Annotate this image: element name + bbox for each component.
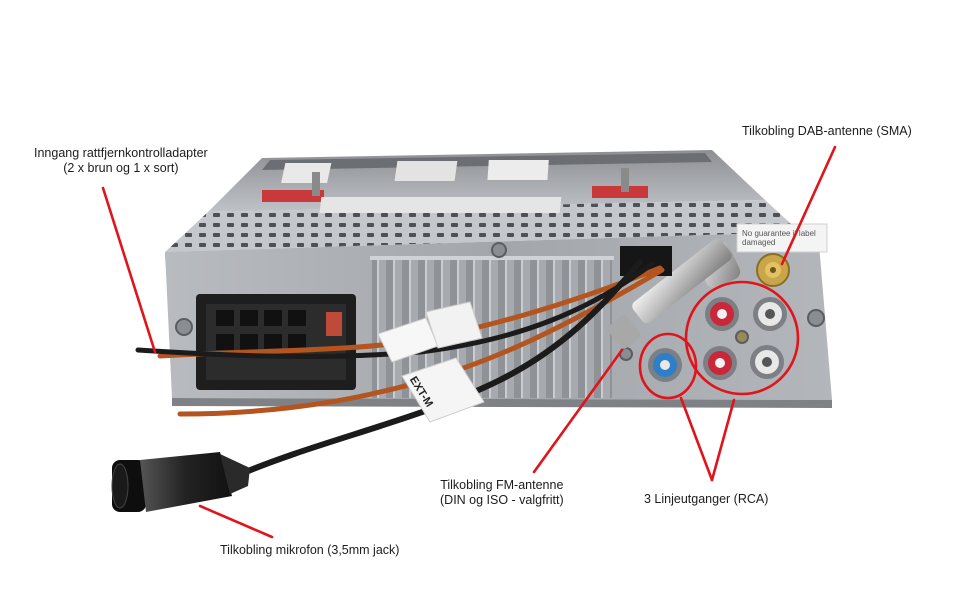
pointer-rca-1 — [679, 396, 714, 482]
pointer-mic — [198, 504, 274, 539]
annotation-marks — [101, 145, 837, 539]
sticker-text: No guarantee if label damaged — [742, 229, 816, 247]
pointer-rca-2 — [710, 398, 736, 482]
circle-rca-blue — [638, 332, 698, 400]
rca-red-top — [705, 297, 739, 331]
pointer-dab — [780, 145, 837, 266]
microphone-jack — [111, 452, 250, 512]
rca-jacks — [648, 297, 787, 382]
sma-connector — [756, 253, 790, 287]
rca-white-bottom — [750, 345, 784, 379]
cable-tags — [377, 301, 485, 423]
label-dab-antenna: Tilkobling DAB-antenne (SMA) — [742, 124, 912, 138]
radio-top-cover — [208, 150, 765, 212]
label-steering-input: Inngang rattfjernkontrolladapter (2 x br… — [34, 146, 208, 175]
rca-red-bottom — [703, 346, 737, 380]
rca-white-top — [753, 297, 787, 331]
iso-connector — [196, 294, 356, 390]
label-line-outputs: 3 Linjeutganger (RCA) — [644, 492, 769, 506]
pointer-steering — [101, 186, 157, 354]
warranty-sticker — [736, 223, 828, 253]
circle-rca-pair — [684, 280, 800, 396]
label-microphone: Tilkobling mikrofon (3,5mm jack) — [220, 543, 400, 557]
rca-blue — [648, 348, 682, 382]
pointer-fm — [532, 348, 624, 474]
label-fm-antenna: Tilkobling FM-antenne (DIN og ISO - valg… — [440, 478, 564, 507]
fm-antenna-adapter — [607, 238, 741, 349]
